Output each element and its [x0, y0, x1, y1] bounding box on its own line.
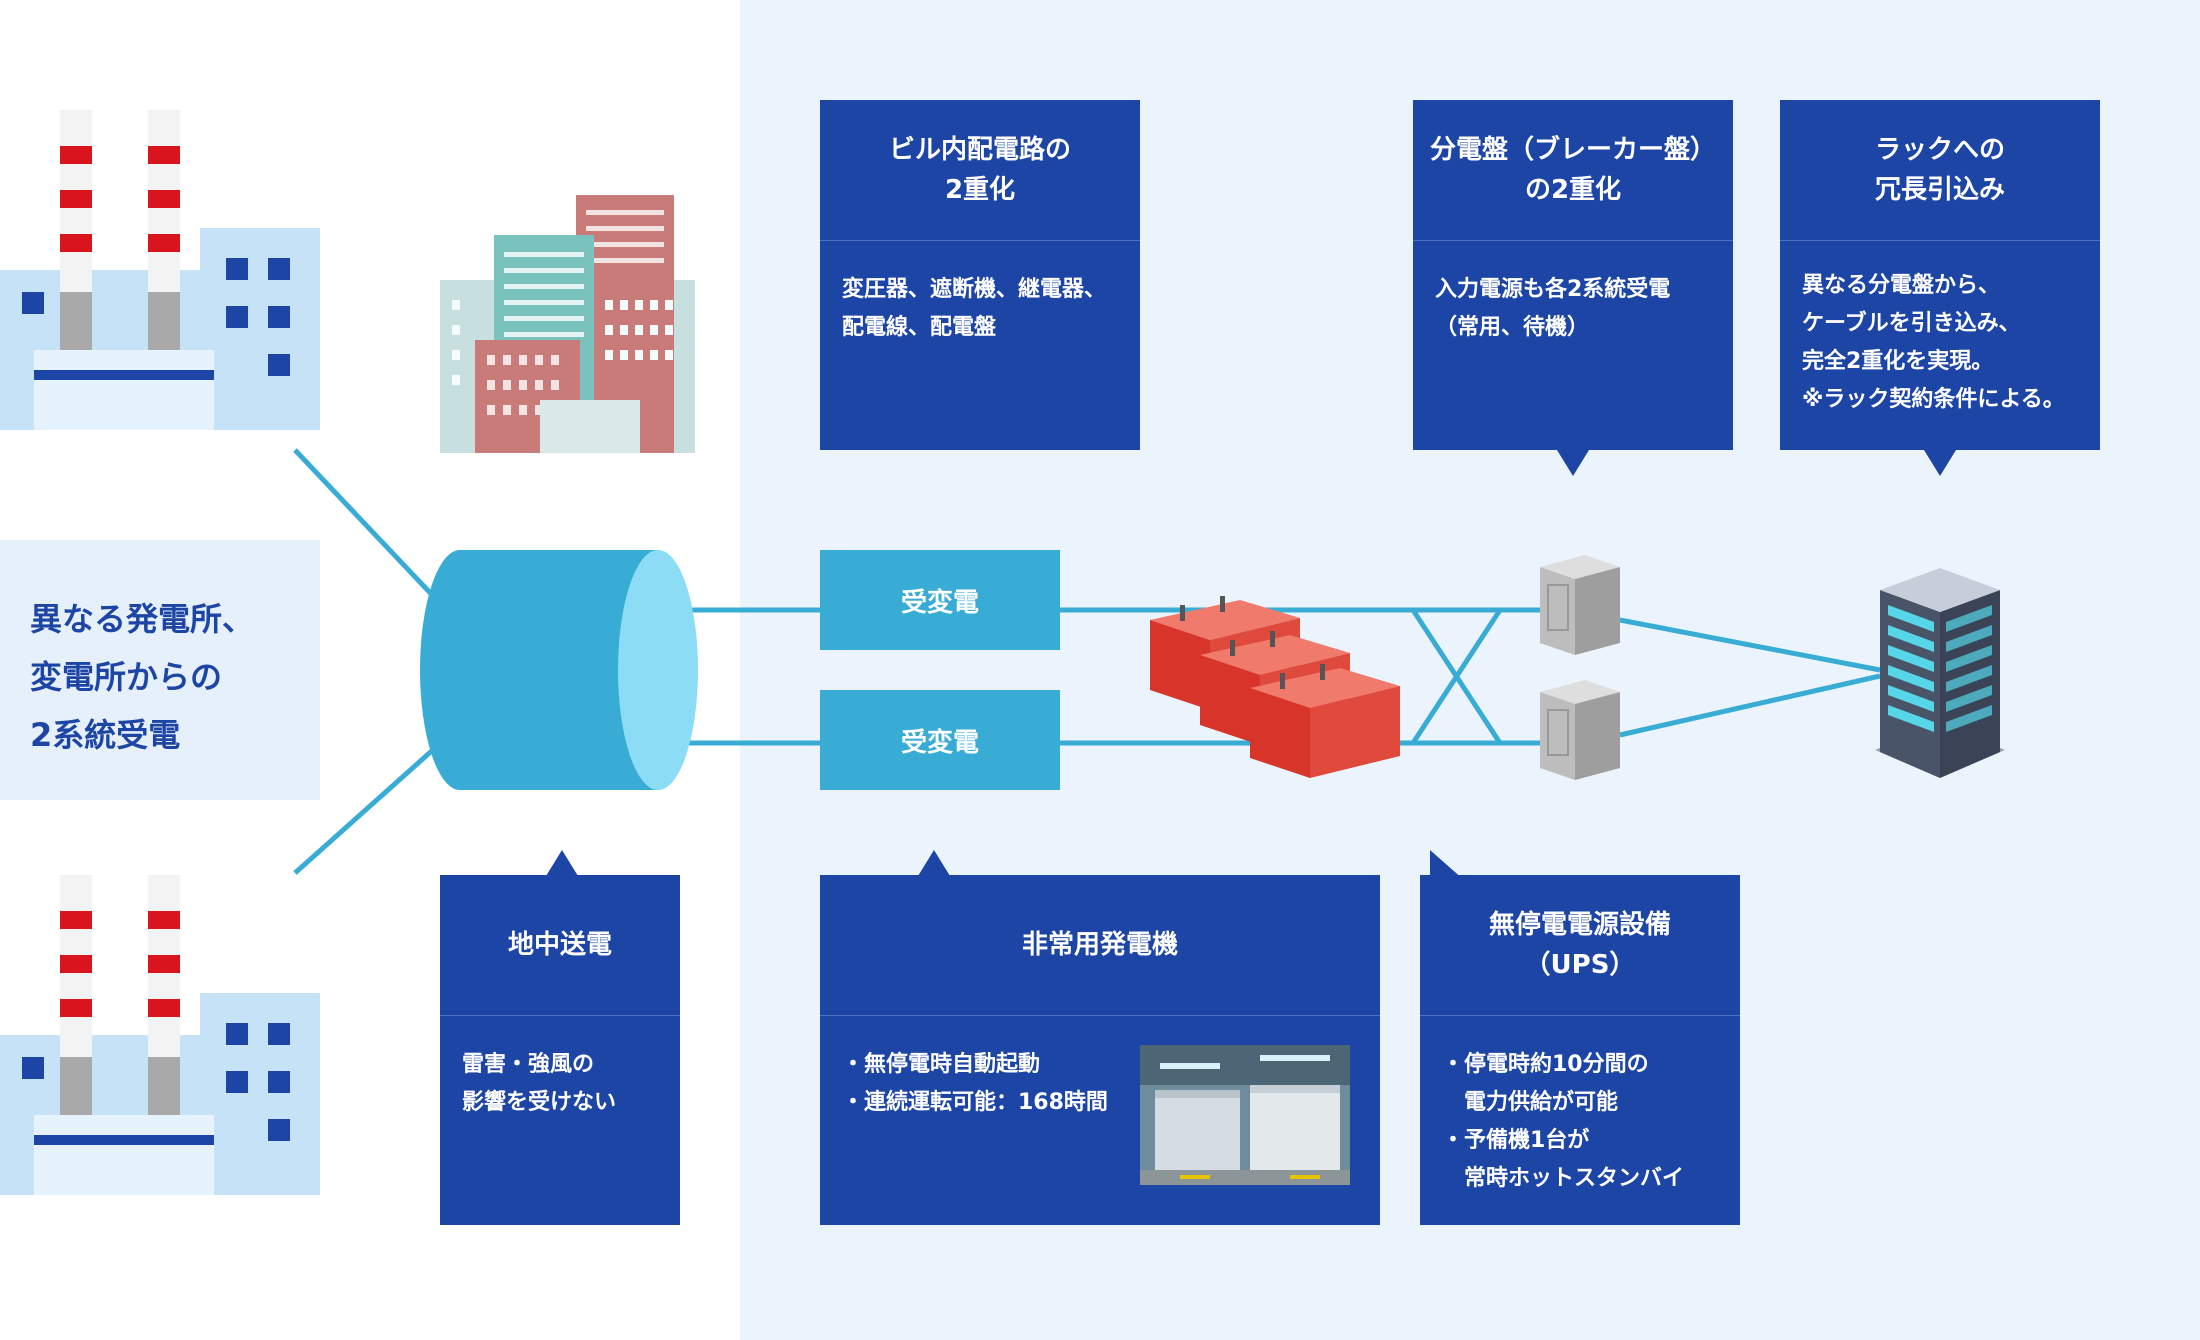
box-rack-pointer [1924, 450, 1956, 476]
feed-line-top [293, 448, 437, 600]
cross-line-2 [1410, 608, 1503, 745]
server-rack-icon [1875, 568, 2005, 778]
substation-b: 受変電 [820, 690, 1060, 790]
box-ups: 無停電電源設備（UPS） ・停電時約10分間の 電力供給が可能 ・予備機1台が … [1420, 875, 1740, 1225]
power-plant-icon [0, 110, 320, 430]
box-underground: 地中送電 雷害・強風の 影響を受けない [440, 875, 680, 1225]
rack-feed-1 [1619, 617, 1881, 673]
generator-room-photo [1140, 1045, 1350, 1185]
box-breaker-pointer [1557, 450, 1589, 476]
box-underground-pointer [546, 850, 578, 876]
box-generator-pointer [918, 850, 950, 876]
distribution-panel-icon [1540, 555, 1620, 780]
source-label: 異なる発電所、 変電所からの 2系統受電 [0, 540, 320, 800]
box-breaker: 分電盤（ブレーカー盤）の2重化 入力電源も各2系統受電 （常用、待機） [1413, 100, 1733, 450]
substation-a: 受変電 [820, 550, 1060, 650]
box-rack: ラックへの冗長引込み 異なる分電盤から、 ケーブルを引き込み、 完全2重化を実現… [1780, 100, 2100, 450]
underground-cable-icon [420, 550, 698, 790]
transformer-icon [1150, 596, 1400, 778]
feed-line-bottom [293, 746, 437, 875]
rack-feed-2 [1619, 673, 1881, 738]
power-plant-icon [0, 875, 320, 1195]
city-buildings-icon [440, 195, 695, 453]
